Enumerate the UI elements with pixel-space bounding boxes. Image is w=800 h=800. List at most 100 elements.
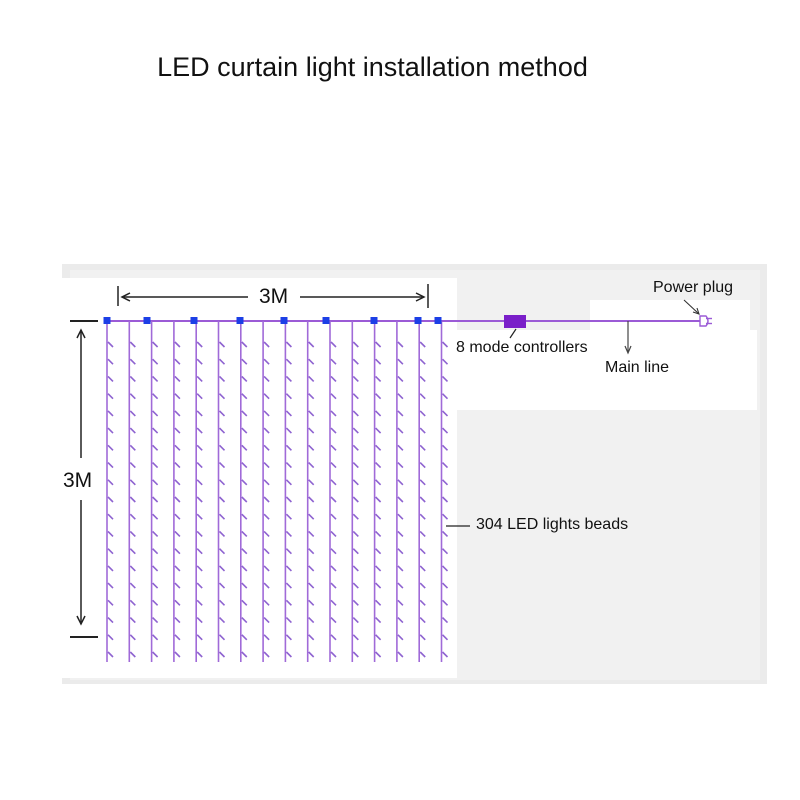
led-bead — [152, 582, 159, 589]
led-bead — [263, 616, 270, 624]
led-bead — [129, 599, 136, 606]
led-bead — [107, 393, 114, 400]
led-bead — [308, 496, 315, 503]
led-bead — [174, 565, 181, 572]
led-bead — [107, 548, 114, 555]
led-bead — [285, 393, 292, 400]
led-bead — [107, 461, 114, 469]
led-bead — [285, 341, 292, 348]
led-bead — [152, 341, 159, 348]
led-bead — [263, 496, 270, 503]
led-bead — [441, 341, 449, 348]
led-bead — [129, 616, 136, 624]
led-bead — [375, 651, 382, 658]
led-bead — [352, 599, 359, 606]
height-dimension-arrow — [70, 320, 98, 638]
led-bead — [174, 513, 181, 520]
led-bead — [263, 479, 270, 486]
led-bead — [352, 513, 359, 520]
led-bead — [263, 410, 270, 417]
led-bead — [174, 548, 181, 555]
led-bead — [174, 358, 181, 365]
led-bead — [174, 651, 181, 658]
beads-label: 304 LED lights beads — [476, 516, 629, 533]
led-bead — [196, 634, 203, 641]
led-bead — [174, 461, 181, 469]
led-bead — [441, 548, 449, 555]
led-bead — [352, 461, 359, 469]
led-bead — [441, 496, 449, 503]
led-bead — [241, 582, 248, 589]
led-bead — [285, 461, 292, 469]
led-bead — [375, 513, 382, 520]
led-bead — [375, 410, 382, 417]
led-bead — [196, 375, 203, 383]
led-bead — [419, 513, 426, 520]
led-bead — [152, 358, 159, 365]
led-bead — [308, 375, 315, 383]
led-bead — [263, 427, 270, 434]
led-bead — [308, 634, 315, 641]
led-bead — [285, 513, 292, 520]
led-bead — [285, 530, 292, 538]
led-bead — [285, 444, 292, 451]
led-bead — [308, 461, 315, 469]
led-bead — [330, 358, 337, 365]
strand-connector — [143, 317, 151, 324]
led-bead — [152, 616, 159, 624]
led-bead — [241, 427, 248, 434]
led-bead — [218, 375, 226, 383]
led-bead — [241, 358, 248, 365]
led-bead — [263, 530, 270, 538]
led-bead — [107, 582, 114, 589]
led-bead — [441, 479, 449, 486]
led-bead — [218, 410, 226, 417]
plug-area — [590, 300, 750, 410]
led-bead — [129, 634, 136, 641]
led-bead — [352, 582, 359, 589]
led-bead — [285, 616, 292, 624]
led-bead — [441, 427, 449, 434]
led-bead — [152, 530, 159, 538]
led-bead — [129, 444, 136, 451]
led-bead — [241, 461, 248, 469]
led-bead — [152, 651, 159, 658]
led-bead — [330, 548, 337, 555]
led-bead — [152, 496, 159, 503]
led-bead — [196, 410, 203, 417]
led-bead — [263, 651, 270, 658]
led-bead — [174, 341, 181, 348]
led-bead — [107, 410, 114, 417]
led-bead — [218, 599, 226, 606]
power-plug-pointer — [683, 299, 700, 315]
led-bead — [419, 634, 426, 641]
led-bead — [174, 479, 181, 486]
led-bead — [285, 548, 292, 555]
main-line-pointer — [624, 321, 632, 355]
led-bead — [441, 634, 449, 641]
led-bead — [441, 410, 449, 417]
led-bead — [419, 479, 426, 486]
led-bead — [441, 530, 449, 538]
led-bead — [352, 341, 359, 348]
led-bead — [397, 341, 404, 348]
led-bead — [308, 513, 315, 520]
led-bead — [352, 530, 359, 538]
led-bead — [241, 599, 248, 606]
led-bead — [441, 461, 449, 469]
led-bead — [352, 444, 359, 451]
led-bead — [218, 634, 226, 641]
led-bead — [196, 461, 203, 469]
led-bead — [196, 479, 203, 486]
led-bead — [330, 375, 337, 383]
led-bead — [196, 513, 203, 520]
led-bead — [441, 565, 449, 572]
led-bead — [196, 530, 203, 538]
led-bead — [218, 548, 226, 555]
led-bead — [174, 530, 181, 538]
led-bead — [196, 599, 203, 606]
led-bead — [196, 427, 203, 434]
led-bead — [397, 375, 404, 383]
led-bead — [397, 444, 404, 451]
